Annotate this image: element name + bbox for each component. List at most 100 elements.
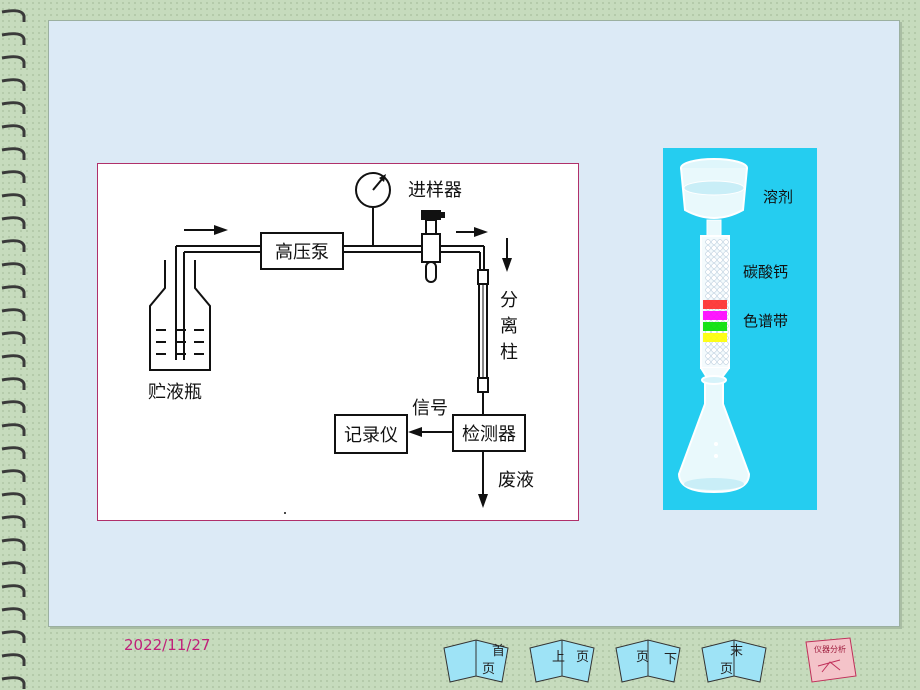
next-page-button[interactable]: 页 下 [614,636,684,684]
packing-granule [711,239,717,245]
packing-label: 碳酸钙 [743,263,789,281]
prev-page-label-right: 页 [576,650,590,665]
packing-granule [711,245,717,251]
packing-granule [717,263,723,269]
packing-granule [717,245,723,251]
packing-granule [711,281,717,287]
first-page-label-top: 首 [492,644,506,659]
injector-label: 进样器 [408,180,462,201]
detector-box: 检测器 [452,414,526,452]
packing-granule [723,293,729,299]
packing-granule [717,269,723,275]
packing-granule [705,353,711,359]
binding-ring [1,9,26,22]
last-page-button[interactable]: 末 页 [700,636,770,684]
packing-granule [717,359,723,365]
next-page-label-right: 下 [664,652,678,667]
packing-granule [705,347,711,353]
course-logo-label: 仪器分析 [814,645,846,654]
packing-granule [711,293,717,299]
packing-granule [723,275,729,281]
chromatography-band [703,322,727,331]
binding-ring [1,676,26,689]
packing-granule [705,269,711,275]
solvent-label: 溶剂 [763,188,794,206]
binding-ring [1,239,26,252]
signal-label: 信号 [412,398,448,419]
binding-ring [1,515,26,528]
packing-granule [717,341,723,347]
prev-page-button[interactable]: 上 页 [528,636,598,684]
slide-date: 2022/11/27 [124,636,211,654]
binding-ring [1,193,26,206]
packing-granule [705,275,711,281]
hplc-schematic: 高压泵 进样器 贮液瓶 分 离 柱 检测器 记录仪 信号 废液 [97,163,579,521]
packing-granule [717,281,723,287]
binding-ring [1,492,26,505]
packing-granule [723,359,729,365]
packing-granule [723,281,729,287]
packing-granule [705,245,711,251]
binding-ring [1,630,26,643]
binding-ring [1,469,26,482]
packing-granule [705,341,711,347]
packing-granule [723,287,729,293]
column-label: 分 离 柱 [500,290,518,363]
packing-granule [717,353,723,359]
binding-ring [1,423,26,436]
packing-granule [717,251,723,257]
schematic-lines [149,172,512,514]
packing-granule [711,269,717,275]
chromatography-band [703,311,727,320]
binding-ring [1,285,26,298]
packing-granule [705,239,711,245]
binding-ring [1,78,26,91]
first-page-label-bottom: 页 [482,662,496,677]
packing-granule [723,257,729,263]
binding-ring [1,216,26,229]
next-page-label-left: 页 [636,650,650,665]
last-page-label-top: 末 [730,644,744,659]
binding-ring [1,101,26,114]
binding-ring [1,354,26,367]
packing-granule [717,275,723,281]
binding-ring [1,607,26,620]
packing-granule [723,263,729,269]
packing-granule [723,269,729,275]
packing-granule [711,257,717,263]
tswett-column-figure: 溶剂 碳酸钙 色谱带 [663,148,817,510]
binding-ring [1,147,26,160]
binding-ring [1,55,26,68]
recorder-box: 记录仪 [334,414,408,454]
reservoir-label: 贮液瓶 [148,382,202,403]
packing-granule [723,245,729,251]
course-logo-button[interactable]: 仪器分析 [800,636,860,684]
binding-ring [1,653,26,666]
packing-granule [705,293,711,299]
packing-granule [711,341,717,347]
packing-granule [723,353,729,359]
binding-ring [1,400,26,413]
packing-granule [717,347,723,353]
packing-granule [711,263,717,269]
bands-label: 色谱带 [743,312,789,330]
last-page-label-bottom: 页 [720,662,734,677]
packing-granule [711,251,717,257]
packing-granule [705,359,711,365]
packing-granule [711,359,717,365]
packing-granule [711,287,717,293]
binding-ring [1,446,26,459]
packing-granule [717,257,723,263]
binding-ring [1,538,26,551]
pump-box: 高压泵 [260,232,344,270]
packing-granule [705,251,711,257]
first-page-button[interactable]: 首 页 [442,636,512,684]
spiral-binding [1,9,26,689]
column-drawing [677,158,751,494]
packing-granule [711,353,717,359]
prev-page-label-left: 上 [552,650,566,665]
packing-granule [711,347,717,353]
binding-ring [1,32,26,45]
binding-ring [1,377,26,390]
waste-label: 废液 [498,470,534,491]
